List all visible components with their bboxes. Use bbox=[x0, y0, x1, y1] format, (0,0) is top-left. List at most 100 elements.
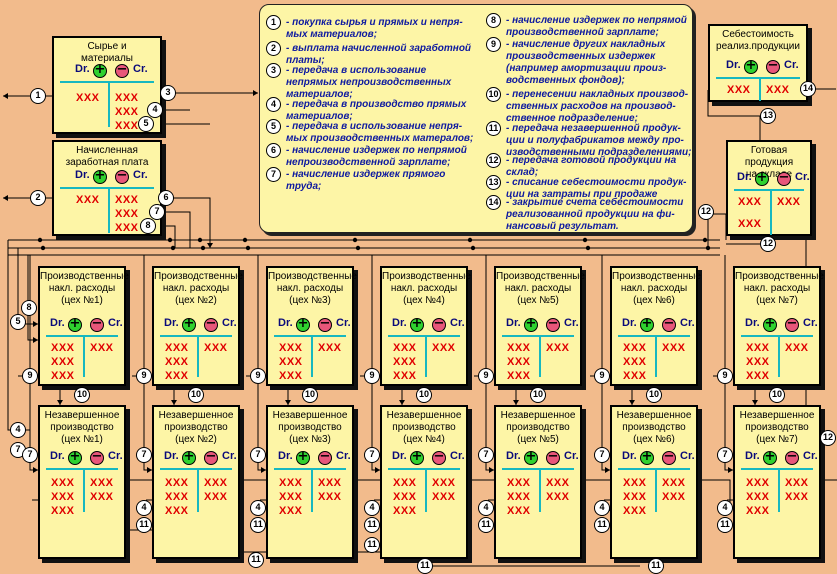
t-account-vertical bbox=[770, 189, 772, 235]
arrow-head bbox=[171, 400, 177, 405]
legend-number: 13 bbox=[486, 175, 501, 190]
flow-badge: 10 bbox=[188, 387, 204, 403]
flow-badge: 11 bbox=[417, 558, 433, 574]
legend-number: 11 bbox=[486, 121, 501, 136]
flow-badge: 9 bbox=[717, 368, 733, 384]
credit-entry: XXX bbox=[115, 92, 139, 104]
flow-badge: 11 bbox=[594, 517, 610, 533]
t-account-horizontal bbox=[741, 335, 813, 337]
flow-badge: 8 bbox=[21, 300, 37, 316]
credit-label: Cr. bbox=[108, 317, 123, 329]
debit-entry: XXX bbox=[165, 370, 189, 382]
flow-badge: 4 bbox=[478, 500, 494, 516]
t-account-vertical bbox=[539, 335, 541, 377]
legend-text: - закрытие счета себестоимости реализова… bbox=[506, 197, 684, 232]
debit-label: Dr. bbox=[726, 59, 741, 71]
t-account-horizontal bbox=[46, 335, 118, 337]
credit-entry: XXX bbox=[318, 342, 342, 354]
flow-line bbox=[707, 90, 761, 140]
credit-minus-icon: − bbox=[546, 316, 560, 332]
account-title: Незавершенное производство (цех №6) bbox=[616, 410, 692, 445]
junction-dot bbox=[167, 237, 173, 243]
credit-label: Cr. bbox=[680, 450, 695, 462]
flow-line bbox=[29, 255, 38, 471]
account-title: Незавершенное производство (цех №1) bbox=[44, 410, 120, 445]
debit-entry: XXX bbox=[507, 370, 531, 382]
t-account-vertical bbox=[108, 81, 110, 127]
debit-entry: XXX bbox=[623, 491, 647, 503]
debit-entry: XXX bbox=[165, 356, 189, 368]
legend-number: 12 bbox=[486, 153, 501, 168]
flow-badge: 7 bbox=[364, 447, 380, 463]
credit-minus-icon: − bbox=[777, 170, 791, 186]
debit-entry: XXX bbox=[393, 491, 417, 503]
legend-number: 7 bbox=[266, 167, 281, 182]
debit-entry: XXX bbox=[738, 196, 762, 208]
flow-badge: 7 bbox=[22, 447, 38, 463]
account-title: Незавершенное производство (цех №7) bbox=[739, 410, 815, 445]
t-account-horizontal bbox=[741, 468, 813, 470]
legend-text: - передача незавершенной продук- ции и п… bbox=[506, 123, 692, 158]
flow-badge: 1 bbox=[30, 88, 46, 104]
debit-label: Dr. bbox=[622, 317, 637, 329]
t-account-horizontal bbox=[60, 81, 154, 83]
flow-badge: 4 bbox=[717, 500, 733, 516]
account-title: Незавершенное производство (цех №4) bbox=[386, 410, 462, 445]
arrow-head bbox=[399, 400, 405, 405]
debit-plus-icon: + bbox=[410, 449, 424, 465]
flow-line bbox=[707, 213, 726, 250]
legend-number: 4 bbox=[266, 97, 281, 112]
credit-entry: XXX bbox=[432, 342, 456, 354]
credit-entry: XXX bbox=[662, 477, 686, 489]
debit-entry: XXX bbox=[165, 342, 189, 354]
debit-entry: XXX bbox=[51, 505, 75, 517]
junction-dot bbox=[242, 237, 248, 243]
legend-number: 3 bbox=[266, 63, 281, 78]
arrow-head bbox=[629, 400, 635, 405]
credit-minus-icon: − bbox=[115, 168, 129, 184]
t-account-horizontal bbox=[618, 335, 690, 337]
flow-badge: 10 bbox=[769, 387, 785, 403]
account-title: Готовая продукция на складе bbox=[744, 145, 794, 180]
debit-plus-icon: + bbox=[640, 449, 654, 465]
debit-entry: XXX bbox=[746, 477, 770, 489]
debit-entry: XXX bbox=[746, 491, 770, 503]
arrow-head bbox=[728, 467, 733, 473]
legend-text: - передача в производство прямых материа… bbox=[286, 99, 467, 122]
flow-line bbox=[7, 240, 30, 431]
debit-entry: XXX bbox=[507, 505, 531, 517]
account-overhead-shop-4: Производственные накл. расходы (цех №4)D… bbox=[380, 266, 471, 386]
credit-minus-icon: − bbox=[432, 449, 446, 465]
credit-entry: XXX bbox=[432, 491, 456, 503]
account-title: Незавершенное производство (цех №3) bbox=[272, 410, 348, 445]
credit-entry: XXX bbox=[90, 477, 114, 489]
debit-entry: XXX bbox=[623, 477, 647, 489]
flow-badge: 11 bbox=[364, 537, 380, 553]
legend-text: - выплата начисленной заработной платы; bbox=[286, 43, 472, 66]
junction-dot bbox=[245, 245, 251, 251]
t-account-horizontal bbox=[60, 187, 154, 189]
debit-entry: XXX bbox=[623, 505, 647, 517]
debit-plus-icon: + bbox=[524, 449, 538, 465]
debit-label: Dr. bbox=[50, 317, 65, 329]
debit-entry: XXX bbox=[623, 356, 647, 368]
debit-entry: XXX bbox=[393, 370, 417, 382]
account-title: Себестоимость реализ.продукции bbox=[716, 29, 800, 52]
flow-badge: 11 bbox=[136, 517, 152, 533]
debit-plus-icon: + bbox=[410, 316, 424, 332]
credit-entry: XXX bbox=[204, 342, 228, 354]
credit-label: Cr. bbox=[108, 450, 123, 462]
credit-label: Cr. bbox=[222, 450, 237, 462]
credit-minus-icon: − bbox=[204, 449, 218, 465]
flow-badge: 12 bbox=[698, 204, 714, 220]
t-account-horizontal bbox=[160, 335, 232, 337]
flow-badge: 3 bbox=[160, 85, 176, 101]
credit-label: Cr. bbox=[784, 59, 799, 71]
account-wip-shop-3: Незавершенное производство (цех №3)Dr.+−… bbox=[266, 405, 354, 559]
account-overhead-shop-6: Производственные накл. расходы (цех №6)D… bbox=[610, 266, 701, 386]
flow-line bbox=[160, 211, 191, 248]
flow-badge: 2 bbox=[30, 190, 46, 206]
legend-text: - перенесении накладных производ- ственн… bbox=[506, 89, 689, 124]
account-title: Сырье и материалы bbox=[81, 41, 133, 64]
t-account-horizontal bbox=[734, 189, 804, 191]
